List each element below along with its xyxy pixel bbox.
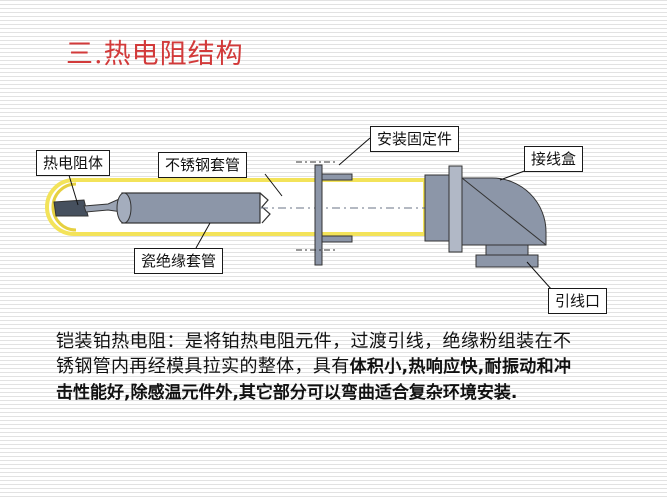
description-text: 铠装铂热电阻：是将铂热电阻元件，过渡引线，绝缘粉组装在不锈钢管内再经模具拉实的整…	[56, 329, 571, 406]
label-lead-outlet: 引线口	[548, 288, 608, 314]
ceramic-tube	[121, 192, 261, 224]
description-bold: 体积小,热响应快,耐振动和冲击性能好,除感温元件外,其它部分可以弯曲适合复杂环境…	[56, 357, 571, 403]
label-resistor: 热电阻体	[36, 150, 111, 176]
slide-title: 三.热电阻结构	[66, 39, 244, 70]
rtd-structure-diagram	[45, 137, 553, 291]
description-normal: 铠装铂热电阻：是将铂热电阻元件，过渡引线，绝缘粉组装在不锈钢管内再经模具拉实的整…	[56, 331, 571, 377]
label-ceramic-tube: 瓷绝缘套管	[134, 248, 224, 274]
label-mount: 安装固定件	[370, 126, 460, 152]
lead-outlet	[475, 254, 539, 268]
junction-box-neck	[424, 174, 450, 242]
resistor-element	[53, 199, 89, 217]
sheath-tip	[51, 182, 77, 232]
break-edge	[259, 192, 271, 224]
mounting-flange	[314, 164, 323, 266]
label-steel-tube: 不锈钢套管	[158, 152, 248, 178]
label-junction-box: 接线盒	[524, 146, 584, 172]
